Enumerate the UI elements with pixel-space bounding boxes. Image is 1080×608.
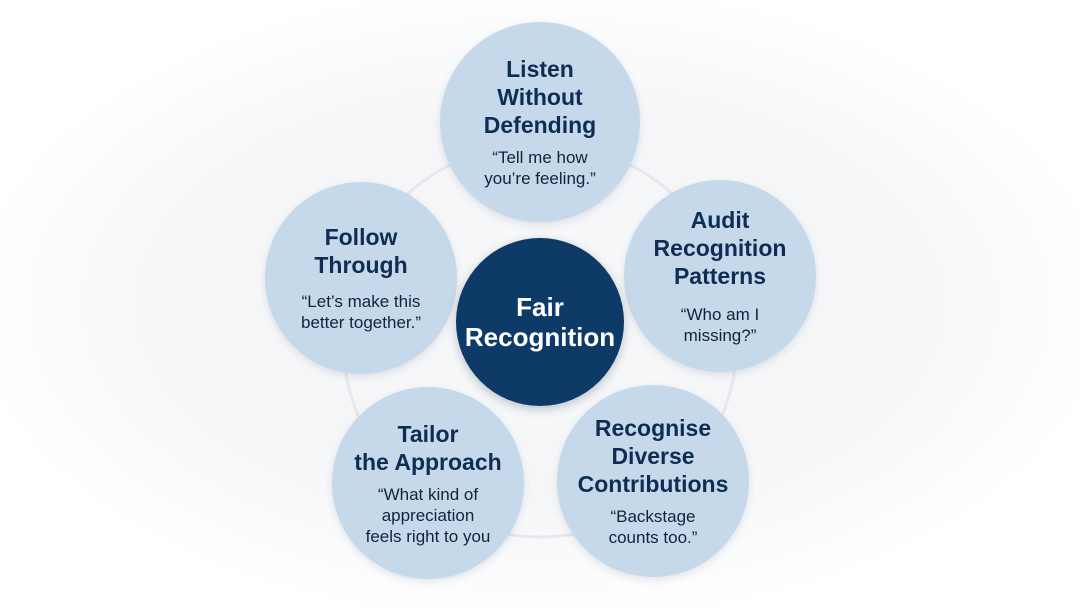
- node-quote: “Tell me how you’re feeling.”: [484, 148, 596, 188]
- center-title: Fair Recognition: [464, 292, 616, 352]
- node-listen-without-defending: Listen Without Defending “Tell me how yo…: [440, 22, 640, 222]
- node-quote: “What kind of appreciation feels right t…: [365, 484, 491, 546]
- node-title: Tailor the Approach: [354, 420, 502, 475]
- node-recognise-diverse-contributions: Recognise Diverse Contributions “Backsta…: [557, 385, 749, 577]
- node-quote: “Who am I missing?”: [680, 305, 760, 345]
- node-follow-through: Follow Through “Let’s make this better t…: [265, 182, 457, 374]
- node-quote: “Backstage counts too.”: [608, 507, 698, 547]
- node-tailor-the-approach: Tailor the Approach “What kind of apprec…: [332, 387, 524, 579]
- center-node-fair-recognition: Fair Recognition: [456, 238, 624, 406]
- node-title: Recognise Diverse Contributions: [577, 415, 729, 497]
- node-audit-recognition-patterns: Audit Recognition Patterns “Who am I mis…: [624, 180, 816, 372]
- node-title: Follow Through: [314, 224, 408, 278]
- node-title: Audit Recognition Patterns: [653, 207, 787, 289]
- node-quote: “Let’s make this better together.”: [300, 292, 422, 332]
- node-title: Listen Without Defending: [483, 56, 597, 138]
